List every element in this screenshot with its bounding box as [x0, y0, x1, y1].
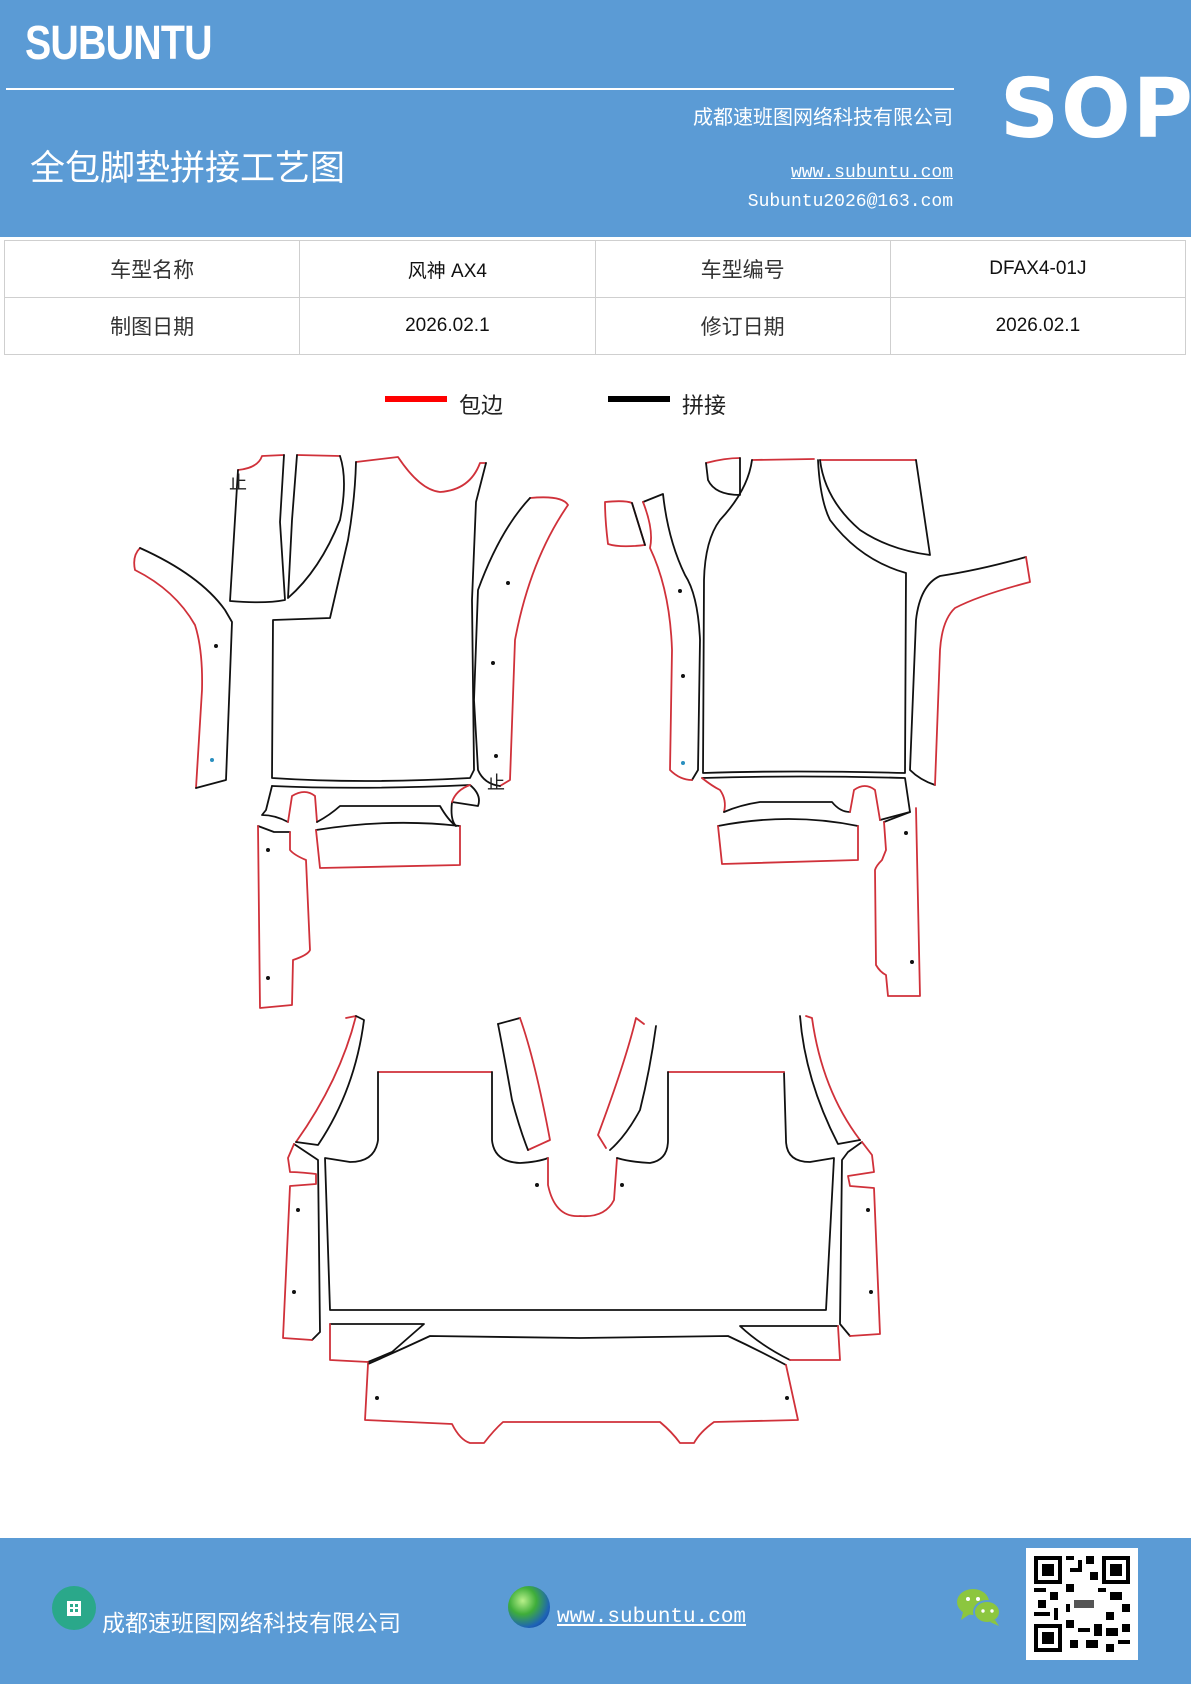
- value-model-name: 风神 AX4: [299, 240, 596, 298]
- sop-badge: SOP: [1000, 62, 1191, 157]
- label-model-name: 车型名称: [3, 240, 301, 298]
- floor-mat-diagram: 止 止: [133, 454, 1031, 1444]
- vehicle-info-table: 车型名称 风神 AX4 车型编号 DFAX4-01J 制图日期 2026.02.…: [3, 240, 1187, 355]
- front-right-mat-set: [604, 457, 1031, 786]
- value-drawing-date: 2026.02.1: [299, 297, 596, 355]
- website-link[interactable]: www.subuntu.com: [790, 163, 953, 183]
- front-left-lower-pieces: [257, 784, 480, 1009]
- footer-banner: 成都速班图网络科技有限公司 www.subuntu.com: [0, 1538, 1191, 1684]
- legend-label: 包边: [459, 394, 504, 419]
- qr-code: [1026, 1548, 1138, 1660]
- header-banner: SUBUNTU 全包脚垫拼接工艺图 成都速班图网络科技有限公司 www.subu…: [0, 0, 1191, 237]
- building-icon: [52, 1586, 96, 1630]
- footer-website-link[interactable]: www.subuntu.com: [557, 1606, 747, 1629]
- value-model-code: DFAX4-01J: [889, 240, 1187, 298]
- table-row: 制图日期 2026.02.1 修订日期 2026.02.1: [3, 297, 1187, 355]
- brand-logo: SUBUNTU: [25, 17, 212, 70]
- legend-swatch-red: [385, 396, 447, 402]
- value-revision-date: 2026.02.1: [889, 297, 1187, 355]
- legend-item-binding: 包边: [385, 388, 503, 420]
- wechat-icon[interactable]: [955, 1586, 1003, 1628]
- legend-swatch-black: [608, 396, 670, 402]
- svg-text:止: 止: [487, 773, 505, 794]
- svg-text:止: 止: [229, 473, 247, 494]
- company-name: 成都速班图网络科技有限公司: [693, 105, 953, 129]
- globe-icon: [508, 1586, 550, 1628]
- legend: 包边 拼接: [0, 388, 1191, 428]
- label-revision-date: 修订日期: [594, 297, 891, 355]
- legend-item-seam: 拼接: [608, 388, 726, 420]
- front-left-mat-set: 止 止: [133, 454, 569, 794]
- table-row: 车型名称 风神 AX4 车型编号 DFAX4-01J: [3, 240, 1187, 298]
- label-model-code: 车型编号: [594, 240, 891, 298]
- front-right-lower-pieces: [701, 775, 921, 997]
- rear-mat-set: [282, 1015, 881, 1444]
- email-address: Subuntu2026@163.com: [747, 192, 953, 212]
- label-drawing-date: 制图日期: [3, 297, 301, 355]
- footer-company-name: 成都速班图网络科技有限公司: [102, 1611, 401, 1637]
- page-title: 全包脚垫拼接工艺图: [30, 149, 346, 189]
- legend-label: 拼接: [682, 394, 727, 419]
- header-divider: [6, 88, 954, 90]
